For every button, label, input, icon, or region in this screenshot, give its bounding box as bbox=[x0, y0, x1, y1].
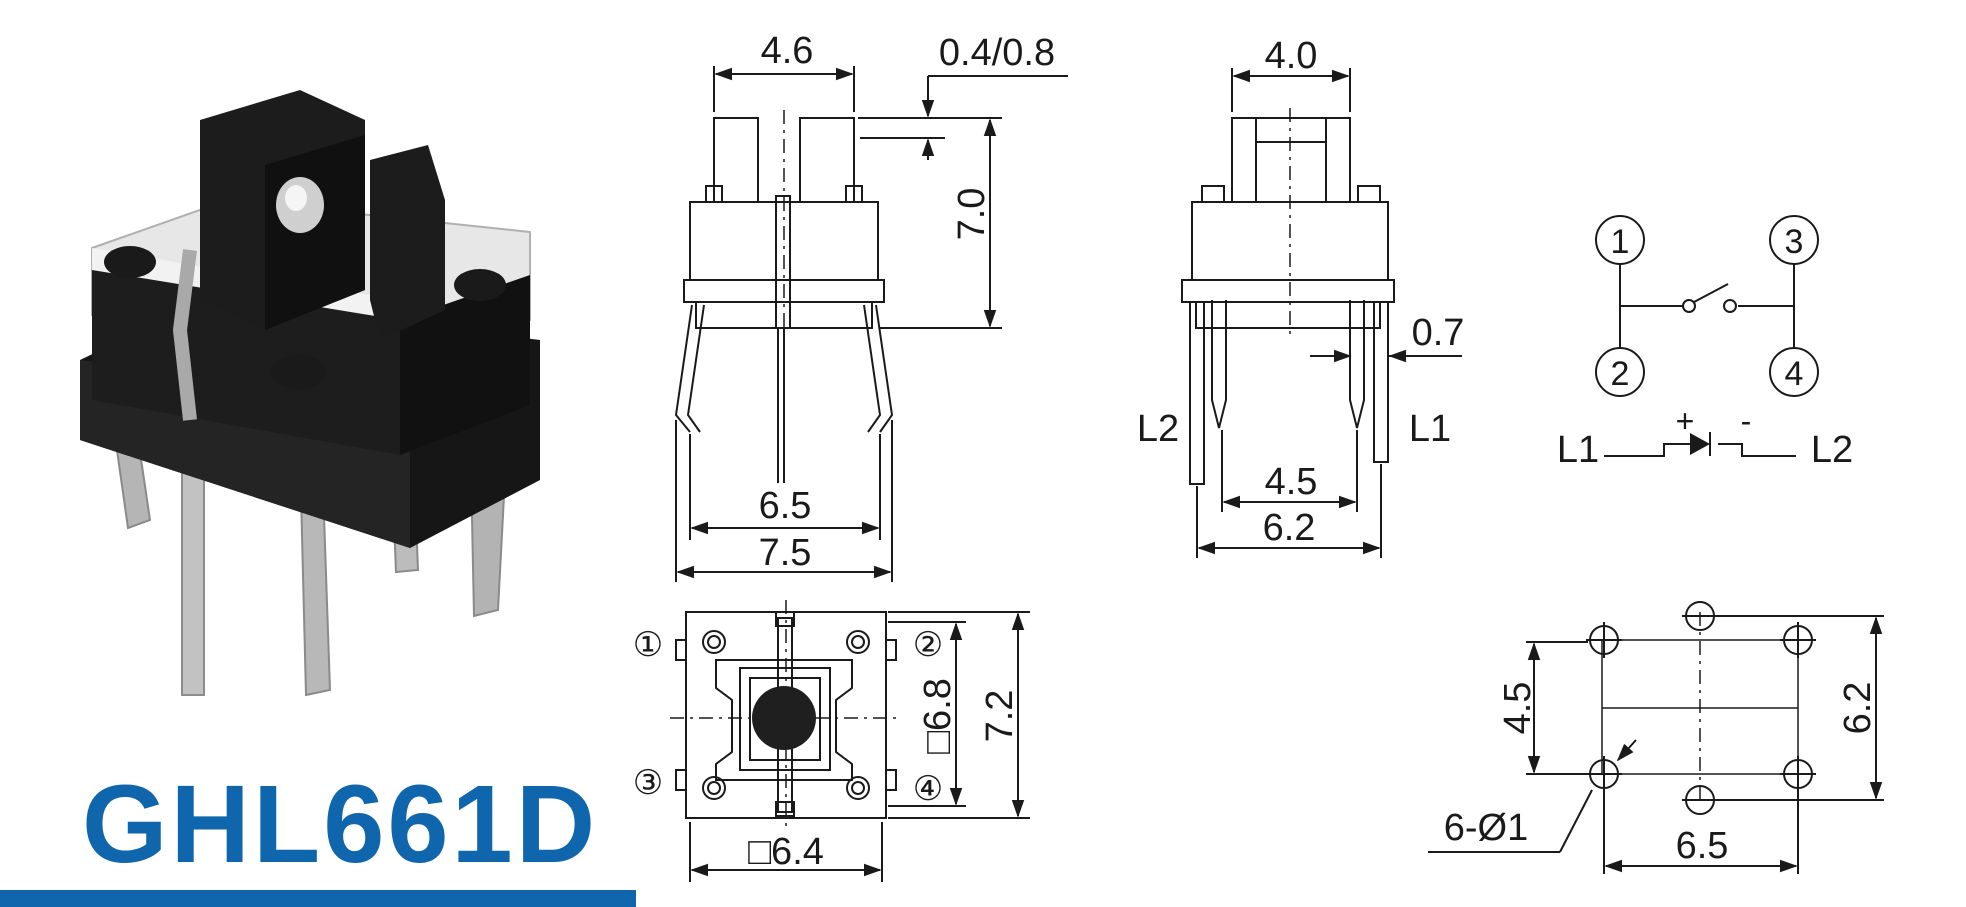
side-pin-right-label: L1 bbox=[1409, 408, 1451, 450]
top-width-label: □6.4 bbox=[748, 831, 824, 873]
product-photo bbox=[80, 90, 540, 697]
top-body-square-label: □6.8 bbox=[917, 678, 959, 754]
top-pin-label-2: ② bbox=[913, 626, 943, 664]
pcb-height-label: 6.2 bbox=[1837, 682, 1879, 735]
model-title: GHL661D bbox=[82, 763, 599, 886]
side-view bbox=[1181, 68, 1462, 558]
front-view bbox=[674, 66, 1068, 582]
top-height-label: 7.2 bbox=[979, 690, 1021, 743]
led-diode-symbol bbox=[1690, 433, 1710, 455]
side-pin-left-label: L2 bbox=[1137, 408, 1179, 450]
schematic-pin-4: 4 bbox=[1785, 355, 1804, 393]
top-pin-label-1: ① bbox=[633, 626, 663, 664]
front-inner-width-label: 6.5 bbox=[759, 485, 812, 527]
front-outer-width-label: 7.5 bbox=[759, 532, 812, 574]
schematic-pin-3: 3 bbox=[1785, 223, 1804, 261]
pcb-holes-label: 6-Ø1 bbox=[1444, 807, 1528, 849]
side-top-width-label: 4.0 bbox=[1265, 35, 1318, 77]
plunger-dot bbox=[752, 686, 816, 750]
side-pin-thickness-label: 0.7 bbox=[1412, 312, 1465, 354]
pcb-row-spacing-label: 4.5 bbox=[1497, 682, 1539, 735]
side-outer-width-label: 6.2 bbox=[1263, 507, 1316, 549]
pcb-width-label: 6.5 bbox=[1676, 825, 1729, 867]
brand-accent-bar bbox=[0, 890, 636, 907]
top-view bbox=[670, 600, 1030, 882]
front-top-width-label: 4.6 bbox=[761, 30, 814, 72]
front-height-label: 7.0 bbox=[951, 188, 993, 241]
top-pin-label-3: ③ bbox=[633, 764, 663, 802]
schematic-plus: + bbox=[1676, 403, 1695, 439]
front-offset-label: 0.4/0.8 bbox=[939, 32, 1055, 74]
side-inner-width-label: 4.5 bbox=[1265, 461, 1318, 503]
schematic-led-right: L2 bbox=[1811, 429, 1853, 471]
schematic-minus: - bbox=[1741, 403, 1752, 439]
circuit-schematic bbox=[1595, 215, 1819, 457]
schematic-pin-1: 1 bbox=[1611, 223, 1630, 261]
schematic-led-left: L1 bbox=[1557, 429, 1599, 471]
pcb-footprint bbox=[1428, 601, 1884, 874]
top-pin-label-4: ④ bbox=[913, 770, 943, 808]
schematic-pin-2: 2 bbox=[1611, 355, 1630, 393]
